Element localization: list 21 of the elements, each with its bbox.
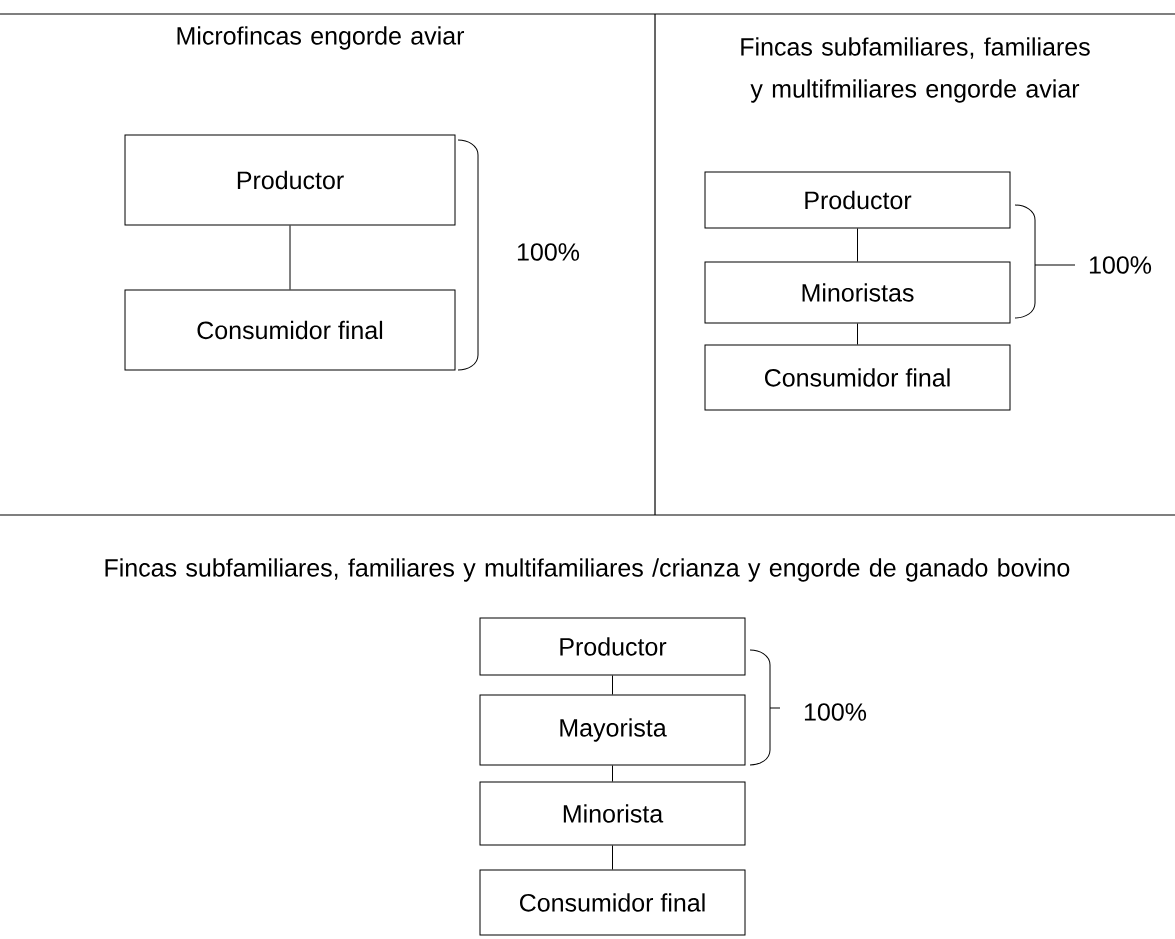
process-box: Productor — [479, 617, 746, 676]
connector-line — [857, 323, 858, 345]
connector-line — [612, 845, 613, 870]
process-box: Consumidor final — [124, 289, 456, 371]
section-heading: Microfincas engorde aviar — [177, 26, 464, 50]
process-box: Productor — [704, 171, 1011, 229]
connector-line — [612, 675, 613, 695]
process-box: Consumidor final — [704, 344, 1011, 411]
process-box: Minoristas — [704, 261, 1011, 324]
percentage-label: 100% — [1089, 256, 1152, 274]
process-box: Productor — [124, 134, 456, 226]
process-box: Minorista — [479, 781, 746, 846]
process-box: Mayorista — [479, 694, 746, 766]
process-box: Consumidor final — [479, 869, 746, 936]
percentage-label: 100% — [804, 703, 867, 721]
section-heading: Fincas subfamiliares, familiares y multifmiliares engorde aviar — [741, 37, 1090, 103]
connector-line — [612, 765, 613, 782]
connector-line — [857, 228, 858, 262]
section-heading: Fincas subfamiliares, familiares y multifamiliares /crianza y engorde de ganado bovino — [105, 558, 1070, 582]
connector-line — [289, 225, 291, 290]
percentage-label: 100% — [517, 243, 580, 261]
